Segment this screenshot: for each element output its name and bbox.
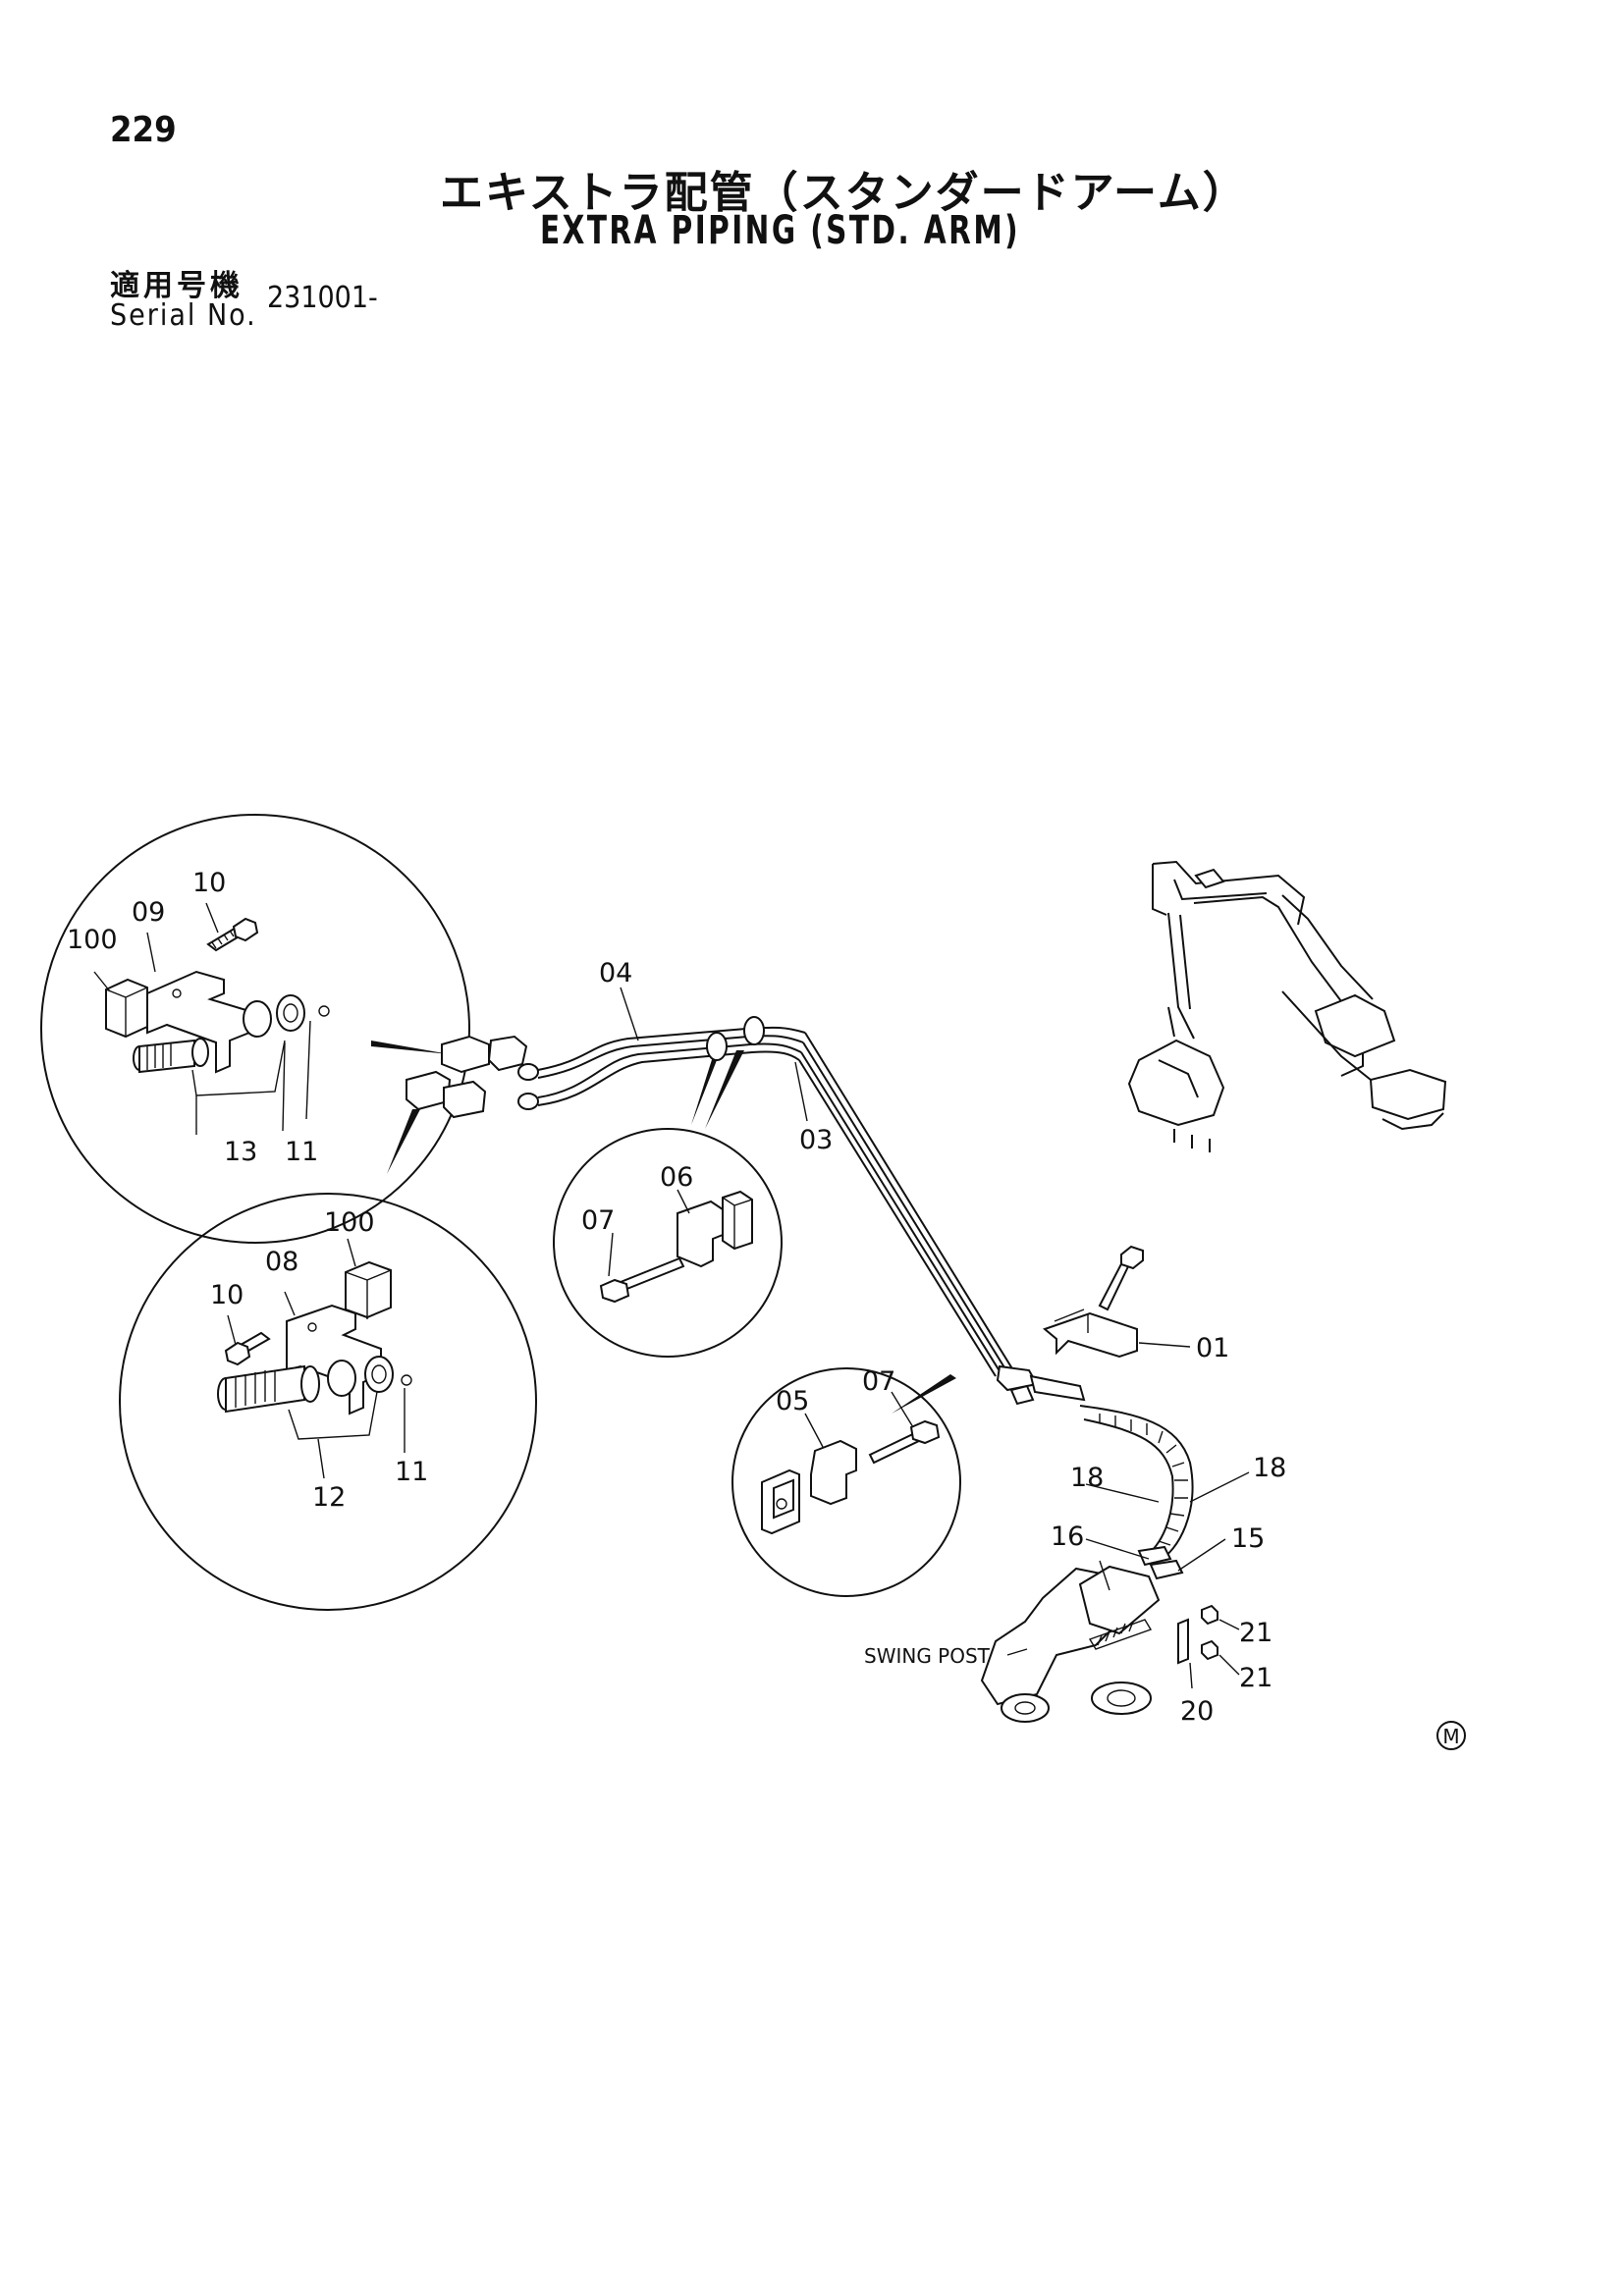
callout-15: 15 — [1231, 1523, 1265, 1554]
main-piping — [406, 1016, 1194, 1580]
callout-12: 12 — [312, 1482, 346, 1513]
serial-value: 231001- — [267, 281, 378, 315]
callout-100a: 100 — [67, 925, 118, 955]
detail-circle-06 — [553, 1128, 783, 1358]
serial-label-japanese: 適用号機 — [110, 269, 244, 303]
callout-13: 13 — [224, 1137, 257, 1167]
callout-03: 03 — [799, 1125, 833, 1155]
callout-labels: 01 03 04 05 06 07 07 08 09 10 10 11 11 1… — [67, 868, 1286, 1727]
callout-04: 04 — [599, 958, 632, 988]
callout-18b: 18 — [1253, 1453, 1286, 1483]
detail-circle-05 — [731, 1367, 961, 1597]
svg-text:M: M — [1442, 1725, 1459, 1748]
callout-06: 06 — [660, 1162, 693, 1193]
callout-07a: 07 — [581, 1205, 615, 1236]
callout-11b: 11 — [395, 1457, 428, 1487]
callout-16: 16 — [1051, 1522, 1084, 1552]
callout-01: 01 — [1196, 1333, 1229, 1363]
detail-circle-13 — [40, 814, 470, 1244]
callout-09: 09 — [132, 897, 165, 928]
callout-10a: 10 — [192, 868, 226, 898]
callout-21a: 21 — [1239, 1618, 1272, 1648]
callout-05: 05 — [776, 1386, 809, 1416]
serial-label: Serial No. — [110, 298, 257, 333]
page-number: 229 — [110, 110, 177, 150]
callout-18a: 18 — [1070, 1463, 1104, 1493]
callout-100b: 100 — [324, 1207, 375, 1238]
swing-post-label: SWING POST — [864, 1644, 991, 1668]
m-mark-symbol: M — [1436, 1721, 1466, 1750]
bracket-01 — [1043, 1245, 1191, 1359]
swing-post — [980, 1560, 1240, 1723]
callout-08: 08 — [265, 1247, 298, 1277]
title-english: EXTRA PIPING (STD. ARM) — [540, 208, 1021, 253]
callout-leaders — [620, 987, 1250, 1572]
callout-21b: 21 — [1239, 1663, 1272, 1693]
callout-20: 20 — [1180, 1696, 1214, 1727]
callout-11a: 11 — [285, 1137, 318, 1167]
title-japanese: エキストラ配管（スタンダードアーム） — [440, 168, 1248, 218]
callout-10b: 10 — [210, 1280, 244, 1310]
callout-07b: 07 — [862, 1366, 895, 1397]
excavator-overview — [1127, 860, 1447, 1152]
detail-circle-12 — [119, 1193, 537, 1611]
